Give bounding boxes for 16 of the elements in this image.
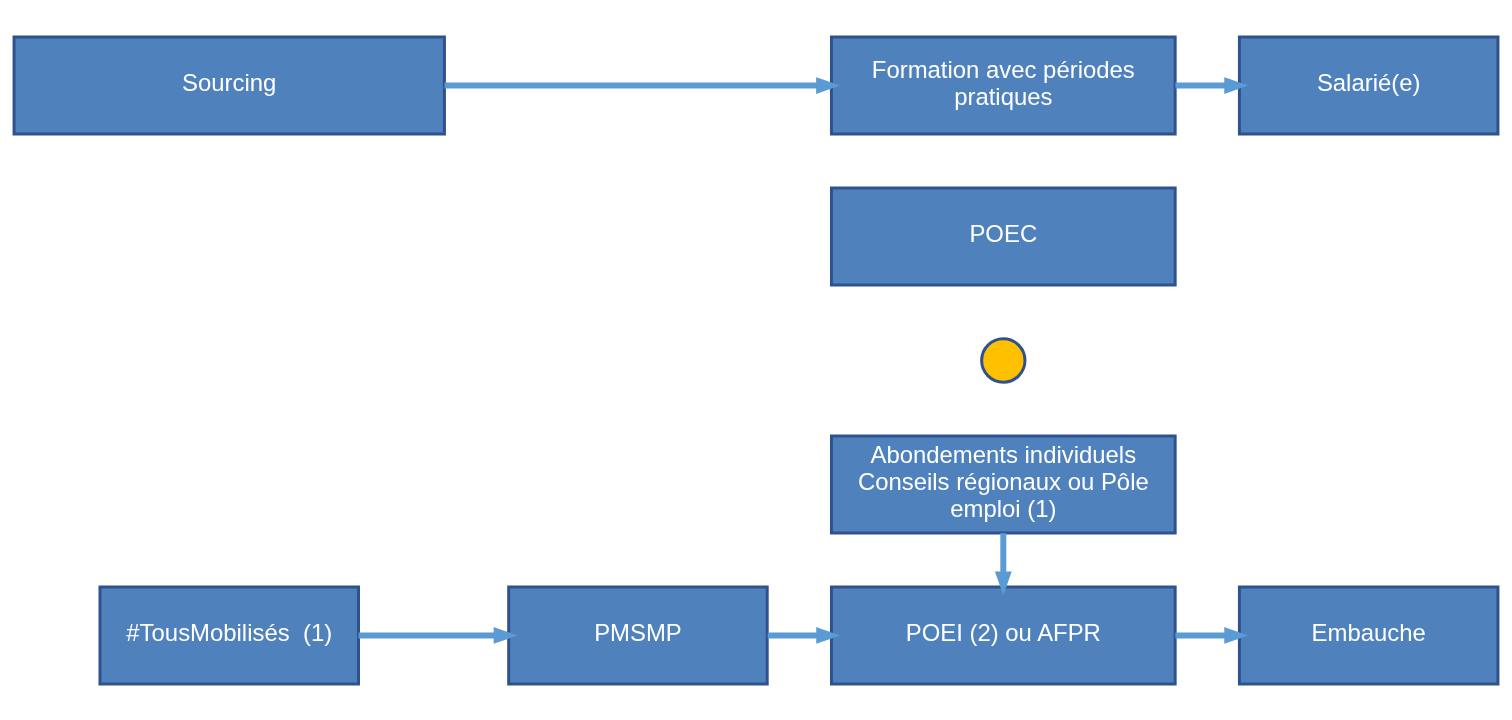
- arrow: [444, 76, 841, 94]
- arrow: [1175, 626, 1249, 644]
- node-box: Sourcing: [12, 35, 446, 136]
- node-box: Embauche: [1237, 584, 1500, 685]
- node-box: Salarié(e): [1237, 35, 1500, 136]
- node-box: POEC: [829, 185, 1177, 287]
- arrow: [767, 626, 841, 644]
- arrow: [358, 626, 518, 644]
- node-box: PMSMP: [507, 584, 769, 685]
- arrow: [1175, 76, 1249, 94]
- arrow: [994, 532, 1012, 596]
- node-circle: [980, 336, 1027, 384]
- node-box: POEI (2) ou AFPR: [829, 584, 1177, 685]
- node-box: Formation avec périodes pratiques: [829, 35, 1177, 136]
- node-box: Abondements individuels Conseils régionaux ou Pôle emploi (1): [829, 433, 1177, 535]
- node-box: #TousMobilisés (1): [98, 584, 360, 685]
